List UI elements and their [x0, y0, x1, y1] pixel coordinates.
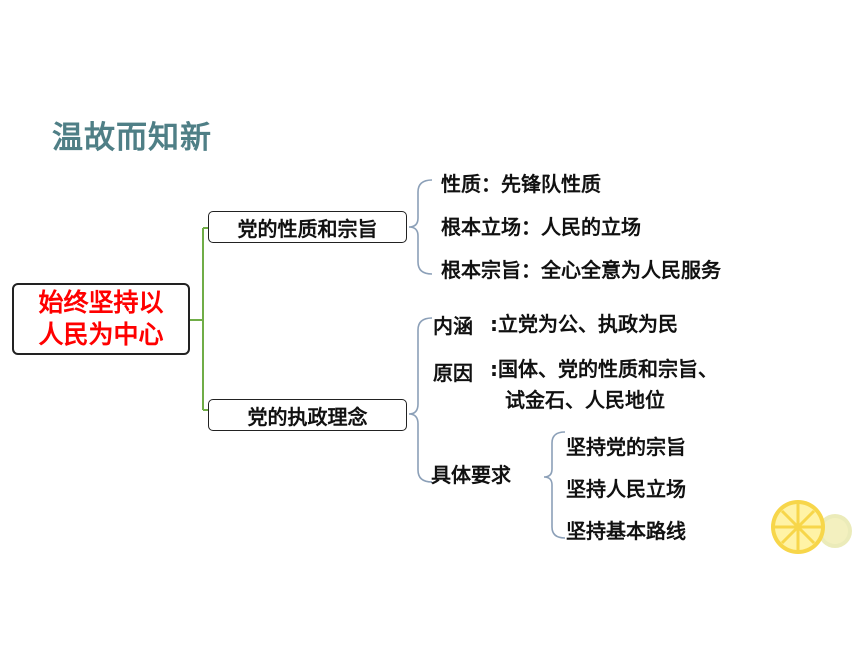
- neihan-value: :立党为公、执政为民: [490, 312, 678, 336]
- yaoqiu-item-1: 坚持党的宗旨: [566, 435, 686, 459]
- yuanyin-value-1: :国体、党的性质和宗旨、: [490, 357, 718, 381]
- root-connector: [190, 227, 208, 411]
- branch-node-nature: 党的性质和宗旨: [208, 211, 407, 243]
- leaf-stance: 根本立场：人民的立场: [441, 215, 641, 239]
- yaoqiu-item-3: 坚持基本路线: [566, 519, 686, 543]
- yuanyin-value-2: 试金石、人民地位: [505, 388, 665, 412]
- page-title: 温故而知新: [52, 120, 212, 156]
- branch-node-governance: 党的执政理念: [208, 399, 407, 431]
- root-line-1: 始终坚持以: [38, 288, 164, 317]
- root-line-2: 人民为中心: [38, 320, 164, 349]
- yaoqiu-item-2: 坚持人民立场: [566, 477, 686, 501]
- yaoqiu-key: 具体要求: [431, 463, 511, 487]
- neihan-key: 内涵: [433, 314, 473, 338]
- leaf-nature: 性质：先锋队性质: [441, 172, 601, 196]
- lemon-slice-icon: [771, 500, 852, 554]
- brace-yaoqiu: [543, 431, 566, 539]
- brace-branch1: [408, 179, 433, 275]
- yuanyin-key: 原因: [433, 361, 473, 385]
- leaf-purpose: 根本宗旨：全心全意为人民服务: [441, 258, 721, 282]
- brace-branch2: [408, 317, 433, 483]
- root-node: 始终坚持以 人民为中心: [12, 283, 190, 355]
